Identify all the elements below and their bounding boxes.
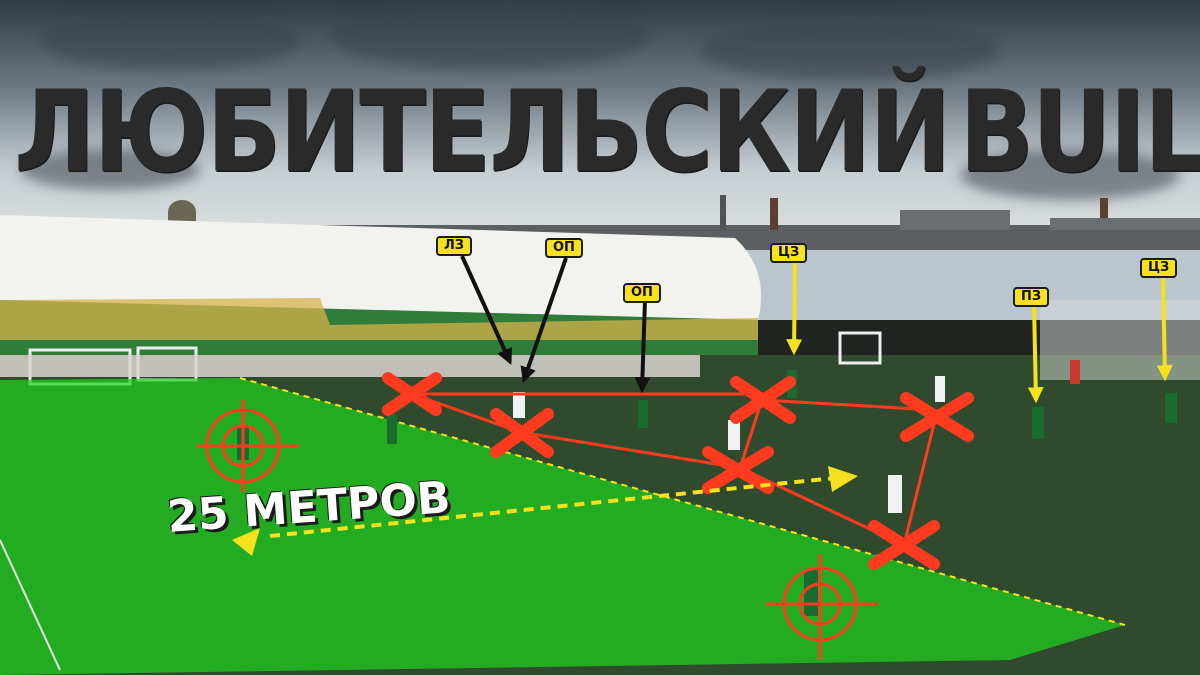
distance-arrow (232, 466, 858, 556)
arrow-icon (1156, 275, 1173, 382)
arrow-icon (786, 261, 803, 356)
yellow-arrows (786, 261, 1173, 404)
arrow-icon (634, 299, 651, 394)
tag-op-left: ОП (545, 238, 583, 258)
target-crosshair-icon (197, 400, 299, 492)
cloud (40, 10, 300, 70)
tag-lz: ЛЗ (436, 236, 473, 256)
arrow-icon (460, 255, 513, 365)
cloud (700, 20, 1000, 80)
cross-mark-icon (702, 446, 774, 494)
black-arrows (460, 255, 651, 394)
arrow-icon (828, 466, 858, 492)
tag-op-mid: ОП (623, 283, 661, 303)
arena-wall-band (0, 298, 758, 340)
cross-mark-icon (900, 392, 974, 442)
cross-mark-icon (868, 520, 940, 570)
tag-cz-mid: ЦЗ (770, 243, 808, 263)
cloud (960, 150, 1180, 200)
cross-mark-icon (490, 408, 554, 458)
goal-frame (838, 331, 882, 365)
target-crosshair-icon (766, 554, 878, 660)
right-fence (1040, 300, 1200, 380)
pitch-line (0, 539, 61, 671)
arrow-icon (232, 528, 260, 556)
tag-pz: ПЗ (1013, 287, 1050, 307)
tag-cz-right: ЦЗ (1140, 258, 1178, 278)
advert-boards (0, 355, 700, 377)
title-part-1: ЛЮБИТЕЛЬСКИЙ (14, 67, 951, 199)
highlight-zone (0, 378, 1125, 675)
arrow-icon (1027, 303, 1044, 404)
title-part-2: BUILD UP (959, 67, 1200, 199)
cross-markers (382, 372, 974, 570)
cloud (20, 150, 200, 190)
thumbnail-title: ЛЮБИТЕЛЬСКИЙBUILD UP (14, 58, 1200, 208)
cloud (330, 0, 650, 70)
cross-mark-icon (730, 376, 796, 424)
cross-mark-icon (382, 372, 442, 416)
arrow-icon (520, 257, 568, 384)
